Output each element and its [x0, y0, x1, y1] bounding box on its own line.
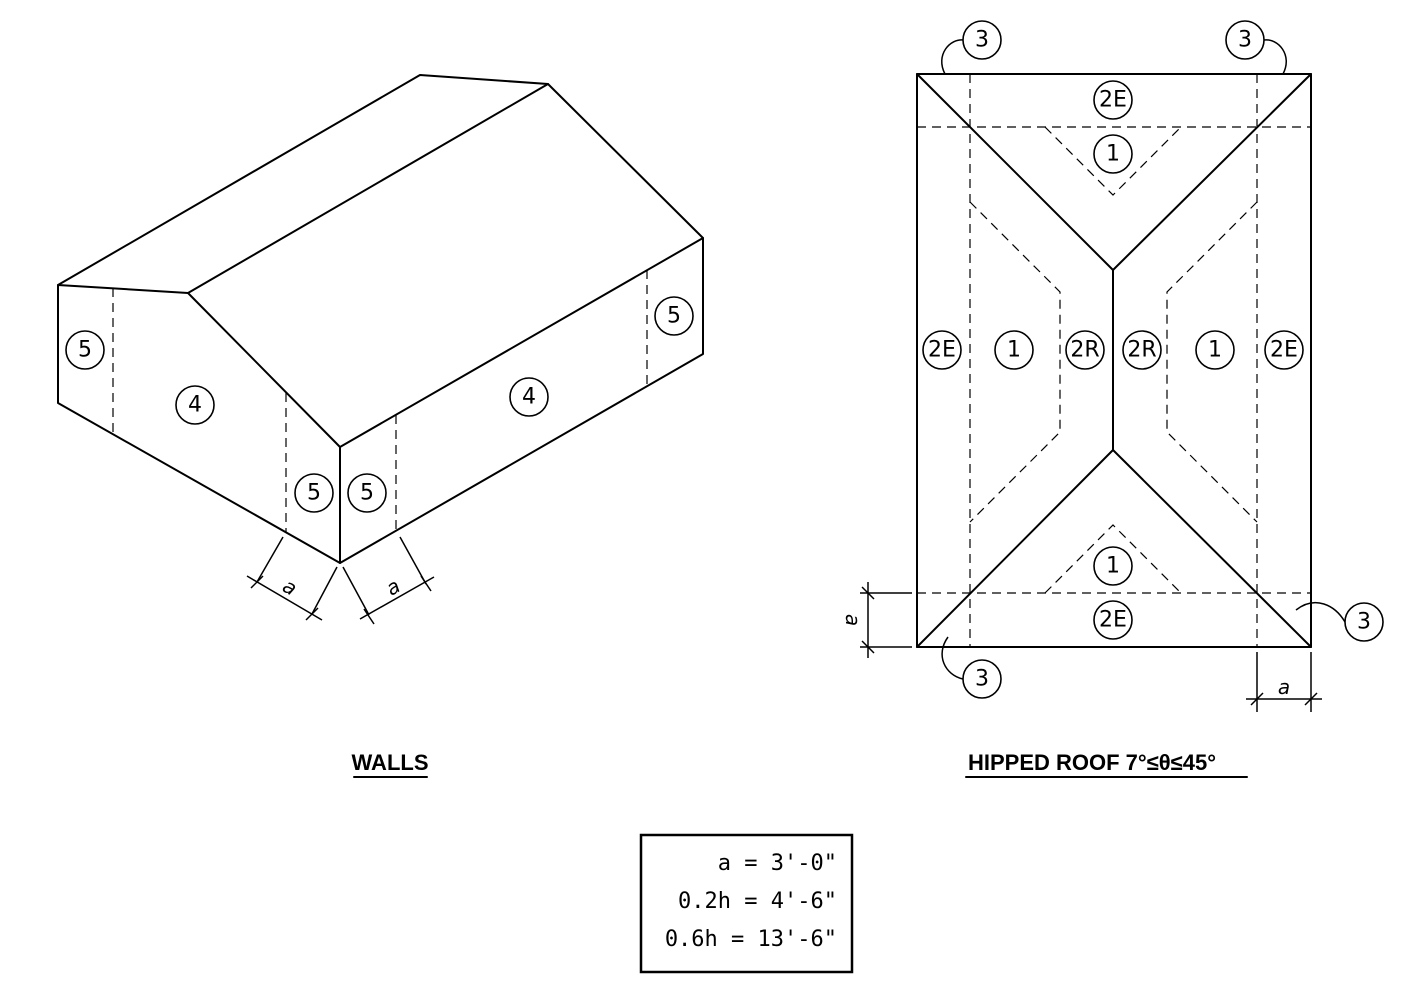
zone-label: 2E [928, 338, 956, 363]
roof-outline [916, 73, 1312, 648]
roof-zone-boundary [1166, 201, 1258, 523]
zone-marker: 5 [65, 330, 105, 370]
zone-marker: 3 [1295, 601, 1384, 642]
roof-zone-boundary [1044, 524, 1182, 594]
zone-label: 3 [1357, 610, 1371, 635]
zone-label: 3 [1238, 28, 1252, 53]
zone-marker: 2R [1065, 330, 1105, 370]
zone-marker: 2E [1093, 80, 1133, 120]
zone-label: 4 [188, 393, 202, 418]
walls-roof-outline [57, 74, 704, 448]
zone-marker: 2E [1264, 330, 1304, 370]
zone-label: 5 [360, 481, 374, 506]
zone-label: 2E [1099, 88, 1127, 113]
zone-label: 3 [975, 28, 989, 53]
legend-row: a = 3'-0" [718, 851, 837, 876]
roof-zone-boundary [969, 201, 1061, 523]
walls-view: 5 4 5 5 4 5 a [57, 74, 704, 778]
walls-left-gable-outline [57, 284, 341, 564]
zone-label: 5 [307, 481, 321, 506]
zone-label: 5 [78, 338, 92, 363]
legend-box [639, 833, 854, 974]
zone-marker: 3 [941, 636, 1002, 699]
zone-label: 2R [1127, 338, 1156, 363]
zone-marker: 1 [1093, 546, 1133, 586]
dimension-label: a [841, 614, 865, 626]
zone-label: 2R [1070, 338, 1099, 363]
zone-label: 2E [1270, 338, 1298, 363]
zone-marker: 2E [922, 330, 962, 370]
zone-marker: 3 [1225, 20, 1287, 75]
zone-marker: 5 [347, 473, 387, 513]
zone-marker: 5 [654, 296, 694, 336]
roof-zone-boundary [1044, 126, 1182, 196]
legend-row: 0.6h = 13'-6" [665, 927, 837, 952]
zone-marker: 1 [1093, 134, 1133, 174]
dimension-a-vertical: a [841, 582, 912, 658]
zone-marker: 1 [994, 330, 1034, 370]
zone-label: 4 [522, 385, 536, 410]
zone-marker: 5 [294, 473, 334, 513]
zone-label: 1 [1106, 554, 1120, 579]
roof-title: HIPPED ROOF 7°≤θ≤45° [968, 750, 1216, 775]
dimension-a-right: a [342, 536, 435, 625]
zone-marker: 1 [1195, 330, 1235, 370]
zone-label: 2E [1099, 608, 1127, 633]
zone-label: 1 [1106, 142, 1120, 167]
walls-title: WALLS [352, 750, 429, 775]
zone-marker: 2E [1093, 600, 1133, 640]
dimension-label: a [1278, 675, 1290, 699]
walls-ridge-line [187, 83, 549, 294]
zone-label: 1 [1007, 338, 1021, 363]
zone-marker: 2R [1122, 330, 1162, 370]
zone-label: 1 [1208, 338, 1222, 363]
zone-marker: 4 [175, 385, 215, 425]
legend-row: 0.2h = 4'-6" [678, 889, 837, 914]
zone-marker: 4 [509, 377, 549, 417]
zone-label: 5 [667, 304, 681, 329]
dimension-legend: a = 3'-0" 0.2h = 4'-6" 0.6h = 13'-6" [639, 833, 854, 974]
dimension-a-left: a [246, 536, 338, 621]
walls-right-wall-outline [339, 237, 704, 564]
dimension-a-horizontal: a [1246, 652, 1322, 712]
zone-marker: 3 [941, 20, 1002, 75]
roof-view: 3 3 2E 1 2E 1 2R 2R [841, 20, 1384, 778]
zone-label: 3 [975, 667, 989, 692]
